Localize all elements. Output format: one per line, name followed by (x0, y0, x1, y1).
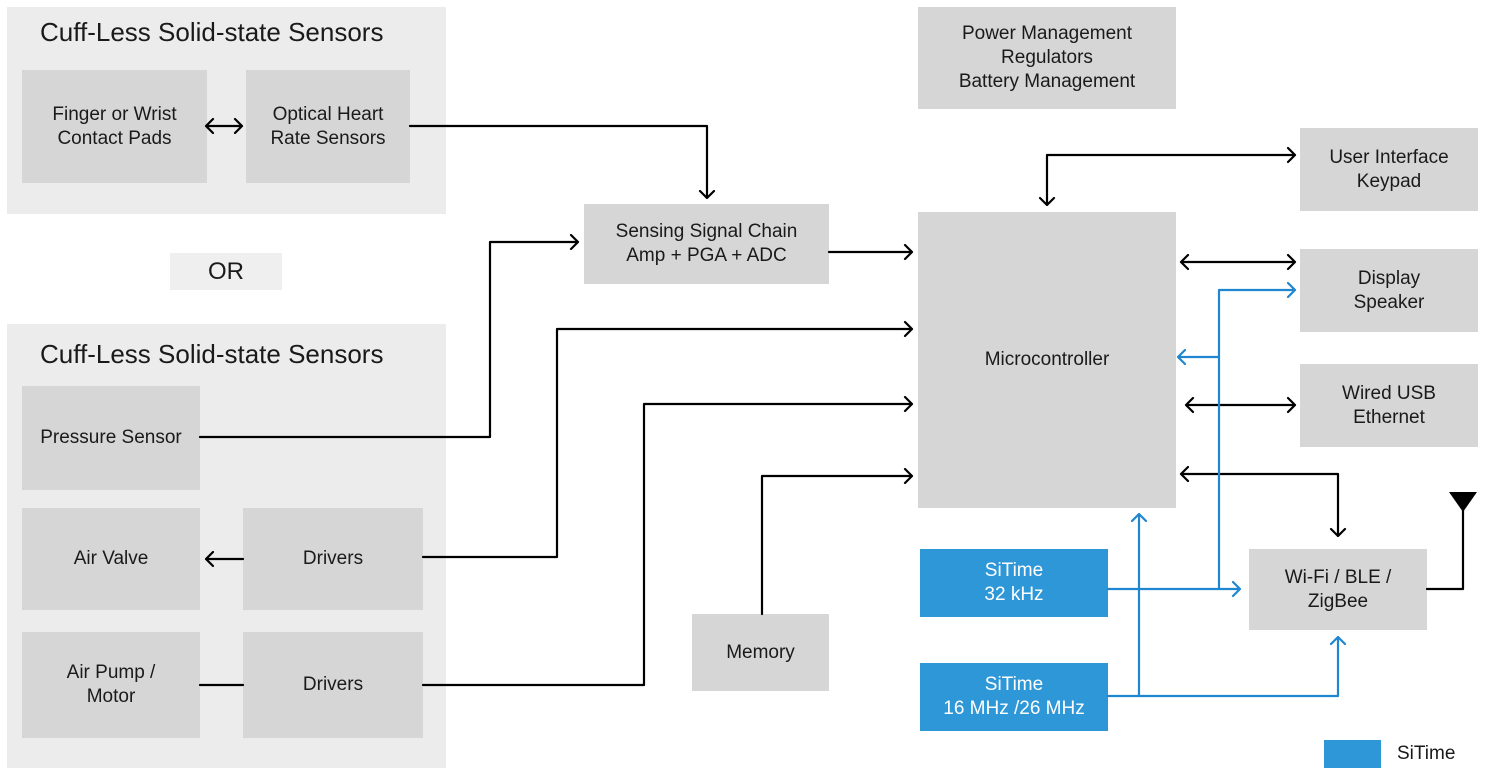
optical-hr-line1: Optical Heart (272, 103, 384, 125)
wireless-block: Wi-Fi / BLE / ZigBee (1249, 549, 1427, 630)
drivers-to-valve-arrow (204, 550, 245, 568)
or-label: OR (170, 253, 282, 290)
wireless-line1: Wi-Fi / BLE / (1284, 566, 1392, 588)
pump-drivers-to-mcu-wire (421, 395, 914, 687)
mcu-display-wire (1179, 253, 1297, 271)
wired-line2: Ethernet (1353, 406, 1425, 428)
display-block: Display Speaker (1300, 249, 1478, 332)
display-line1: Display (1357, 267, 1421, 289)
sitime-mhz-line2: 16 MHz /26 MHz (943, 698, 1085, 719)
user-interface-line2: Keypad (1356, 170, 1422, 192)
mcu-wireless-wire (1179, 465, 1347, 538)
valve-drivers-label: Drivers (302, 548, 364, 569)
mcu-wired-wire (1184, 396, 1297, 414)
memory-label: Memory (726, 641, 795, 663)
microcontroller-block: Microcontroller (918, 212, 1176, 508)
memory-block: Memory (692, 614, 829, 691)
legend-label: SiTime (1397, 743, 1456, 764)
pump-drivers-label: Drivers (302, 674, 364, 695)
top-panel-title: Cuff-Less Solid-state Sensors (40, 17, 384, 47)
power-management-block: Power Management Regulators Battery Mana… (918, 7, 1176, 109)
optical-to-signal-wire (408, 124, 716, 200)
air-valve-block: Air Valve (22, 508, 200, 610)
air-valve-label: Air Valve (73, 548, 149, 569)
optical-hr-block: Optical Heart Rate Sensors (246, 70, 410, 183)
power-line3: Battery Management (958, 71, 1136, 92)
memory-to-mcu-wire (760, 467, 914, 616)
air-pump-line2: Motor (86, 686, 136, 707)
sitime-32k-mcu-wire (1176, 348, 1221, 366)
sitime-mhz-mcu-wire (1130, 512, 1148, 698)
signal-chain-line1: Sensing Signal Chain (615, 221, 798, 242)
air-pump-line1: Air Pump / (66, 662, 156, 683)
user-interface-line1: User Interface (1329, 146, 1449, 168)
power-line2: Regulators (1001, 47, 1093, 68)
signal-chain-line2: Amp + PGA + ADC (626, 245, 787, 266)
signal-to-mcu-wire (827, 243, 914, 261)
pump-drivers-block: Drivers (243, 632, 423, 738)
sitime-mhz-block: SiTime 16 MHz /26 MHz (920, 663, 1108, 731)
contact-optical-arrow (204, 117, 244, 135)
sitime-32k-wire (1106, 580, 1242, 598)
air-pump-block: Air Pump / Motor (22, 632, 200, 738)
microcontroller-label: Microcontroller (984, 349, 1110, 370)
sitime-32khz-line2: 32 kHz (984, 584, 1044, 605)
display-line2: Speaker (1353, 291, 1425, 313)
optical-hr-line2: Rate Sensors (270, 127, 386, 149)
signal-chain-block: Sensing Signal Chain Amp + PGA + ADC (584, 204, 829, 284)
contact-pads-line1: Finger or Wrist (52, 103, 177, 125)
pressure-sensor-label: Pressure Sensor (40, 427, 182, 448)
contact-pads-line2: Contact Pads (57, 127, 172, 149)
sitime-32khz-block: SiTime 32 kHz (920, 549, 1108, 617)
wireless-line2: ZigBee (1307, 590, 1369, 612)
pressure-sensor-block: Pressure Sensor (22, 386, 200, 490)
sitime-32khz-line1: SiTime (984, 560, 1044, 581)
mcu-ui-wire (1038, 146, 1297, 207)
bottom-panel-title: Cuff-Less Solid-state Sensors (40, 339, 384, 369)
sitime-mhz-wire (1106, 635, 1347, 698)
power-line1: Power Management (961, 23, 1133, 44)
wired-line1: Wired USB (1342, 382, 1436, 404)
valve-drivers-block: Drivers (243, 508, 423, 610)
contact-pads-block: Finger or Wrist Contact Pads (22, 70, 207, 183)
wired-block: Wired USB Ethernet (1300, 364, 1478, 447)
sitime-32k-up-wire (1217, 281, 1297, 591)
antenna-icon (1449, 492, 1477, 512)
pressure-to-signal-wire (198, 233, 580, 439)
user-interface-block: User Interface Keypad (1300, 128, 1478, 211)
antenna-wire (1425, 508, 1465, 591)
valve-drivers-to-mcu-wire (421, 320, 914, 559)
sitime-mhz-line1: SiTime (984, 674, 1044, 695)
legend-swatch (1324, 740, 1381, 768)
